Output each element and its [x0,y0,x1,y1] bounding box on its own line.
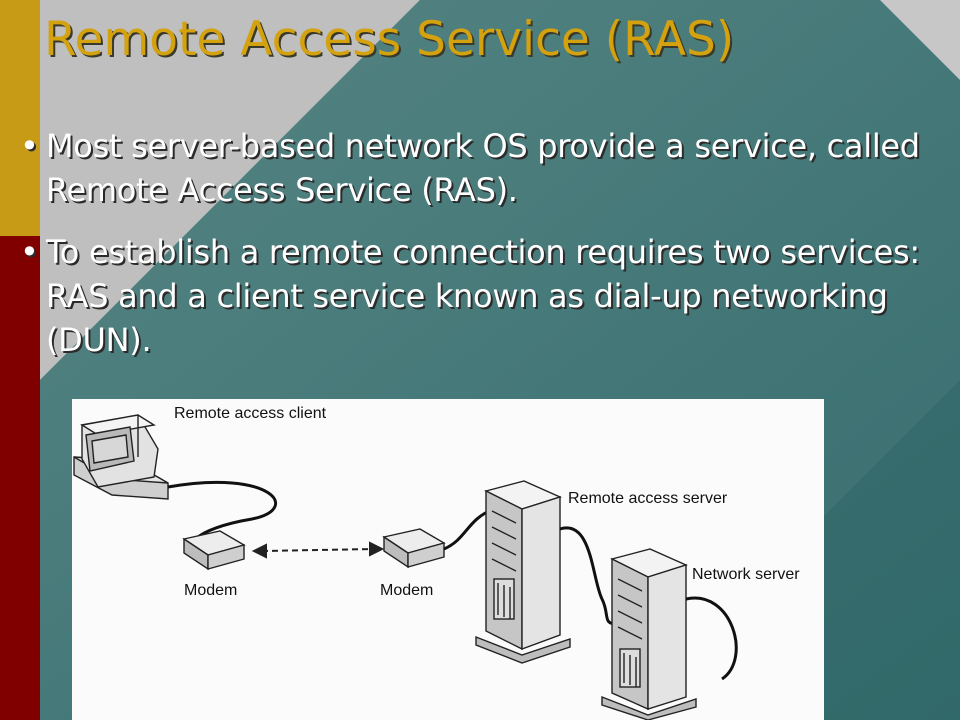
remote-access-server-icon [475,480,571,664]
remote-client-label: Remote access client [174,405,327,422]
network-server-label: Network server [692,566,800,583]
bullet-text: Most server-based network OS provide a s… [46,127,920,209]
remote-server-label: Remote access server [568,490,728,507]
accent-bar-red [0,236,40,720]
network-diagram: Remote access client Remote access serve… [72,399,824,720]
dialup-link-icon [251,541,385,559]
bullet-dot: • [20,233,39,271]
bullet-list: • Most server-based network OS provide a… [20,124,956,380]
computer-icon [73,414,169,500]
bullet-item: • Most server-based network OS provide a… [20,124,956,212]
bullet-dot: • [20,127,39,165]
network-server-icon [601,548,697,720]
modem-left-icon [182,530,246,571]
slide-title: Remote Access Service (RAS) [44,12,735,67]
modem-right-icon [382,528,446,569]
modem-right-label: Modem [380,582,434,599]
accent-bar-gold [0,0,40,236]
diagram-drawing [73,414,738,720]
bullet-item: • To establish a remote connection requi… [20,230,956,362]
modem-left-label: Modem [184,582,238,599]
bullet-text: To establish a remote connection require… [46,233,920,359]
